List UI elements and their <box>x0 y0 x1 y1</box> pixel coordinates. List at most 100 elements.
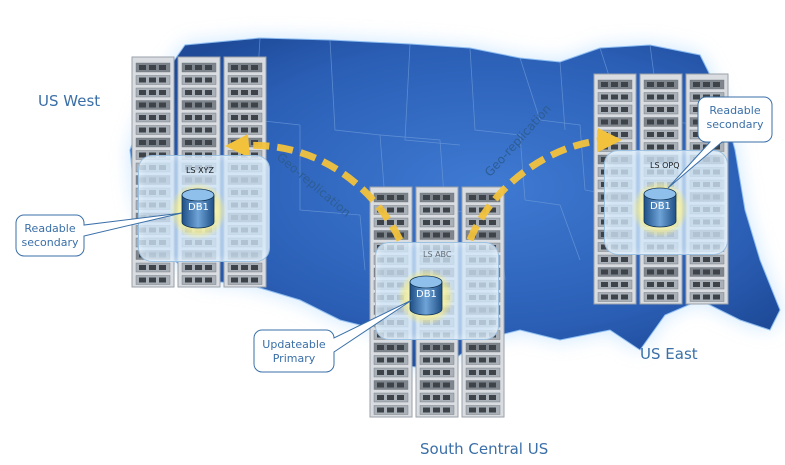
drive-bay <box>657 94 664 100</box>
drive-bay <box>443 357 450 363</box>
drive-bay <box>433 232 440 238</box>
drive-bay <box>377 195 384 200</box>
drive-bay <box>149 65 156 70</box>
drive-bay <box>139 140 146 145</box>
drive-bay <box>489 370 496 375</box>
drive-bay <box>693 144 700 150</box>
drive-bay <box>479 370 486 375</box>
region-label-south: South Central US <box>420 440 549 458</box>
drive-bay <box>377 382 384 388</box>
drive-bay <box>601 257 608 262</box>
drive-bay <box>703 294 710 300</box>
ls-label-west: LS XYZ <box>186 166 214 175</box>
drive-bay <box>667 257 674 262</box>
drive-bay <box>149 127 156 133</box>
drive-bay <box>479 220 486 225</box>
drive-bay <box>195 90 202 95</box>
drive-bay <box>139 65 146 70</box>
ls-label-south: LS ABC <box>423 250 452 259</box>
drive-bay <box>479 395 486 400</box>
drive-bay <box>489 207 496 213</box>
drive-bay <box>387 370 394 375</box>
drive-bay <box>621 269 628 275</box>
drive-bay <box>667 119 674 125</box>
drive-bay <box>241 90 248 95</box>
drive-bay <box>647 119 654 125</box>
drive-bay <box>657 119 664 125</box>
drive-bay <box>443 407 450 413</box>
drive-bay <box>693 107 700 112</box>
drive-bay <box>387 220 394 225</box>
drive-bay <box>469 345 476 350</box>
drive-bay <box>667 144 674 150</box>
drive-bay <box>647 132 654 137</box>
arrowhead-west <box>225 134 250 158</box>
drive-bay <box>621 107 628 112</box>
drive-bay <box>713 294 720 300</box>
drive-bay <box>377 395 384 400</box>
drive-bay <box>377 357 384 363</box>
drive-bay <box>657 257 664 262</box>
drive-bay <box>667 107 674 112</box>
drive-bay <box>489 195 496 200</box>
callout-east-line1: Readable <box>709 104 761 117</box>
drive-bay <box>423 345 430 350</box>
drive-bay <box>433 357 440 363</box>
drive-bay <box>611 82 618 87</box>
drive-bay <box>251 65 258 70</box>
callout-west: Readable secondary <box>16 222 84 250</box>
drive-bay <box>601 269 608 275</box>
drive-bay <box>443 382 450 388</box>
drive-bay <box>647 82 654 87</box>
drive-bay <box>387 382 394 388</box>
drive-bay <box>489 345 496 350</box>
drive-bay <box>159 127 166 133</box>
drive-bay <box>397 357 404 363</box>
drive-bay <box>397 382 404 388</box>
drive-bay <box>693 282 700 287</box>
db-label-east: DB1 <box>650 201 671 212</box>
callout-west-line1: Readable <box>24 222 76 235</box>
drive-bay <box>611 132 618 137</box>
drive-bay <box>377 370 384 375</box>
drive-bay <box>433 207 440 213</box>
database-icon-east <box>643 187 677 228</box>
drive-bay <box>621 294 628 300</box>
drive-bay <box>647 107 654 112</box>
drive-bay <box>231 127 238 133</box>
drive-bay <box>139 102 146 108</box>
drive-bay <box>423 220 430 225</box>
drive-bay <box>185 77 192 83</box>
drive-bay <box>387 357 394 363</box>
drive-bay <box>443 370 450 375</box>
callout-east-bubble <box>667 96 773 189</box>
drive-bay <box>149 102 156 108</box>
drive-bay <box>423 357 430 363</box>
drive-bay <box>241 102 248 108</box>
drive-bay <box>667 82 674 87</box>
drive-bay <box>693 132 700 137</box>
drive-bay <box>621 144 628 150</box>
drive-bay <box>231 115 238 120</box>
drive-bay <box>469 195 476 200</box>
drive-bay <box>489 220 496 225</box>
drive-bay <box>205 65 212 70</box>
callout-west-line2: secondary <box>21 236 79 249</box>
drive-bay <box>443 195 450 200</box>
drive-bay <box>205 140 212 145</box>
db-label-west: DB1 <box>188 202 209 213</box>
drive-bay <box>159 65 166 70</box>
drive-bay <box>397 345 404 350</box>
ls-label-east: LS OPQ <box>650 161 680 170</box>
drive-bay <box>479 345 486 350</box>
drive-bay <box>611 144 618 150</box>
drive-bay <box>231 90 238 95</box>
drive-bay <box>657 294 664 300</box>
drive-bay <box>387 395 394 400</box>
drive-bay <box>443 345 450 350</box>
drive-bay <box>693 82 700 87</box>
drive-bay <box>159 102 166 108</box>
drive-bay <box>185 140 192 145</box>
drive-bay <box>185 102 192 108</box>
drive-bay <box>185 127 192 133</box>
